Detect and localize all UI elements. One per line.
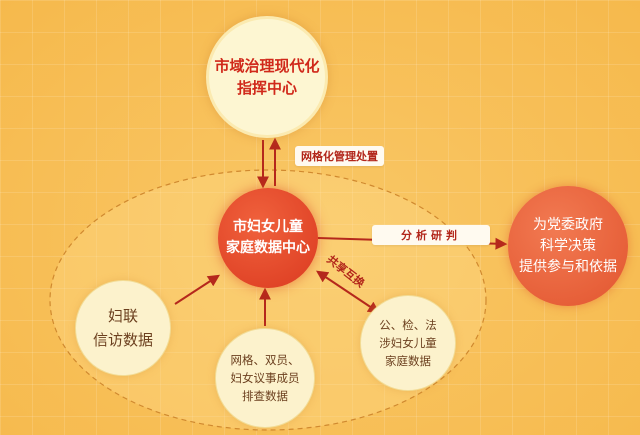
decision-node: 为党委政府 科学决策 提供参与和依据: [508, 186, 628, 306]
legal-data-node: 公、检、法 涉妇女儿童 家庭数据: [360, 295, 456, 391]
fulian-line1: 妇联: [107, 307, 138, 325]
fulian-petition-node: 妇联 信访数据: [75, 280, 171, 376]
grid-data-line1: 网格、双员、: [230, 353, 300, 367]
grid-management-label: 网格化管理处置: [295, 146, 384, 166]
command-center-node: 市域治理现代化 指挥中心: [206, 16, 328, 138]
decision-line1: 为党委政府: [533, 216, 603, 233]
legal-data-line2: 涉妇女儿童: [379, 336, 437, 350]
decision-line2: 科学决策: [540, 237, 596, 254]
data-center-line1: 市妇女儿童: [233, 219, 303, 235]
grid-data-line2: 妇女议事成员: [230, 371, 300, 385]
command-center-line1: 市域治理现代化: [214, 57, 320, 75]
fulian-line2: 信访数据: [92, 331, 153, 349]
arrow-center-legal-share: [316, 270, 380, 314]
arrow-fulian-to-center: [174, 274, 221, 305]
command-center-line2: 指挥中心: [236, 79, 297, 97]
analysis-label: 分析研判: [372, 225, 490, 245]
legal-data-line3: 家庭数据: [385, 354, 431, 368]
grid-data-line3: 排查数据: [242, 389, 288, 403]
legal-data-line1: 公、检、法: [379, 318, 437, 332]
data-center-line2: 家庭数据中心: [226, 240, 310, 256]
data-center-node: 市妇女儿童 家庭数据中心: [218, 188, 318, 288]
grid-data-node: 网格、双员、 妇女议事成员 排查数据: [215, 328, 315, 428]
decision-line3: 提供参与和依据: [519, 258, 617, 275]
